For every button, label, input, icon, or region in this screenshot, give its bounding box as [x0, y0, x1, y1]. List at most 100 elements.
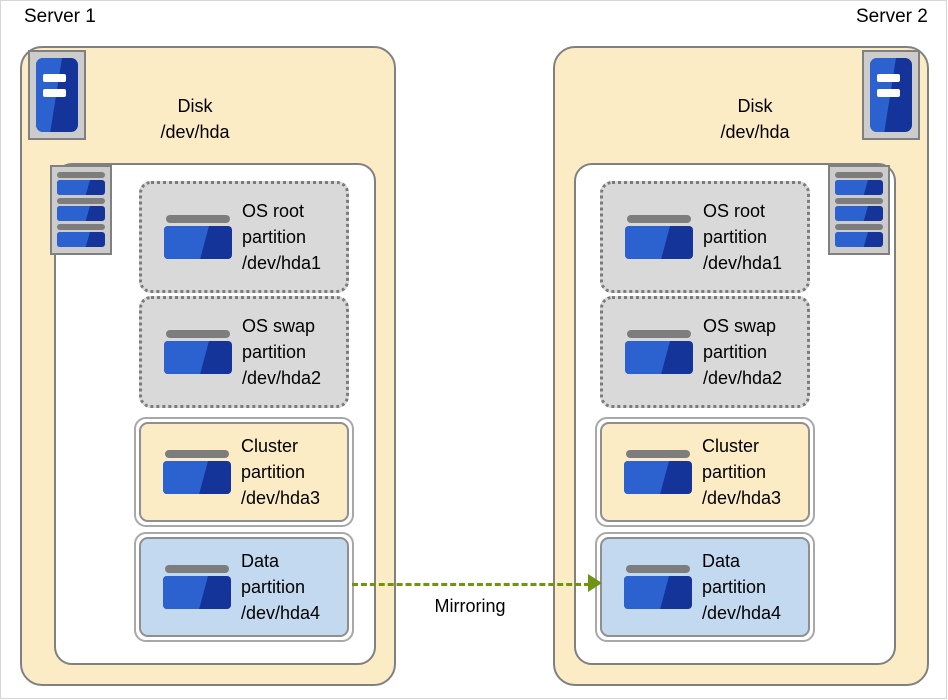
partition-drive-icon	[164, 215, 232, 259]
partition-device: /dev/hda4	[702, 603, 782, 623]
drive-plate	[57, 206, 105, 221]
server-2-partition-data[interactable]: Data partition /dev/hda4	[595, 532, 815, 642]
drive-cap	[627, 215, 691, 223]
partition-name-line2: partition	[242, 342, 307, 362]
drive-cap	[835, 224, 883, 230]
partition-device: /dev/hda2	[242, 368, 322, 388]
drive-cap	[626, 450, 690, 458]
partition-device: /dev/hda2	[703, 368, 783, 388]
partition-label: OS root partition /dev/hda1	[242, 198, 321, 276]
server-2-partition-cluster[interactable]: Cluster partition /dev/hda3	[595, 417, 815, 527]
partition-drive-icon	[624, 565, 692, 609]
partition-label: Data partition /dev/hda4	[241, 548, 320, 626]
server-tower-slot	[876, 74, 901, 83]
partition-name-line1: Cluster	[241, 436, 299, 456]
server-1-disk-stack-icon	[50, 165, 112, 255]
partition-drive-icon	[625, 215, 693, 259]
partition-drive-icon	[163, 565, 231, 609]
server-tower-body	[870, 58, 912, 132]
drive-cap	[835, 198, 883, 204]
drive-plate	[163, 576, 231, 609]
partition-name-line2: partition	[241, 577, 306, 597]
disk-stack-drive	[57, 172, 105, 195]
partition-drive-icon	[624, 450, 692, 494]
drive-cap	[835, 172, 883, 178]
drive-plate	[624, 576, 692, 609]
server-1-disk-caption-line1: Disk	[177, 96, 213, 116]
partition-label: Cluster partition /dev/hda3	[241, 433, 320, 511]
partition-name-line1: Data	[702, 551, 741, 571]
drive-plate	[57, 180, 105, 195]
server-2-label: Server 2	[856, 6, 928, 27]
server-1-partition-os-root[interactable]: OS root partition /dev/hda1	[139, 181, 349, 293]
partition-name-line1: OS swap	[703, 316, 777, 336]
drive-cap	[165, 565, 229, 573]
partition-inner: Data partition /dev/hda4	[139, 537, 349, 637]
server-2-partition-os-swap[interactable]: OS swap partition /dev/hda2	[600, 296, 810, 408]
drive-plate	[624, 461, 692, 494]
partition-device: /dev/hda4	[241, 603, 321, 623]
partition-drive-icon	[625, 330, 693, 374]
partition-name-line2: partition	[703, 227, 768, 247]
server-2-disk-caption: Disk /dev/hda	[640, 93, 870, 145]
drive-plate	[835, 206, 883, 221]
partition-inner: Data partition /dev/hda4	[600, 537, 810, 637]
partition-name-line2: partition	[703, 342, 768, 362]
drive-cap	[57, 198, 105, 204]
partition-drive-icon	[163, 450, 231, 494]
server-2-disk-stack-icon	[828, 165, 890, 255]
partition-name-line1: Data	[241, 551, 280, 571]
mirroring-arrow-head	[588, 574, 602, 592]
drive-cap	[166, 215, 230, 223]
drive-cap	[57, 224, 105, 230]
partition-label: OS swap partition /dev/hda2	[703, 313, 782, 391]
partition-name-line2: partition	[702, 462, 767, 482]
partition-device: /dev/hda1	[242, 253, 322, 273]
server-1-server-tower-icon	[28, 50, 86, 140]
drive-plate	[164, 226, 232, 259]
partition-name-line1: Cluster	[702, 436, 760, 456]
server-tower-slot	[42, 74, 67, 83]
partition-label: OS swap partition /dev/hda2	[242, 313, 321, 391]
server-1-disk-caption-line2: /dev/hda	[160, 122, 230, 142]
drive-cap	[626, 565, 690, 573]
partition-inner: Cluster partition /dev/hda3	[139, 422, 349, 522]
server-2-server-tower-icon	[862, 50, 920, 140]
drive-plate	[625, 226, 693, 259]
disk-stack-drive	[835, 198, 883, 221]
partition-name-line1: OS swap	[242, 316, 316, 336]
server-tower-body	[36, 58, 78, 132]
partition-name-line2: partition	[702, 577, 767, 597]
partition-label: Data partition /dev/hda4	[702, 548, 781, 626]
disk-stack-drive	[835, 172, 883, 195]
partition-drive-icon	[164, 330, 232, 374]
server-tower-slot	[876, 89, 901, 98]
server-1-partition-cluster[interactable]: Cluster partition /dev/hda3	[134, 417, 354, 527]
partition-name-line2: partition	[241, 462, 306, 482]
drive-plate	[625, 341, 693, 374]
partition-label: OS root partition /dev/hda1	[703, 198, 782, 276]
drive-cap	[627, 330, 691, 338]
disk-stack-drive	[57, 224, 105, 247]
disk-stack-drive	[835, 224, 883, 247]
drive-cap	[166, 330, 230, 338]
drive-plate	[163, 461, 231, 494]
mirroring-connector-line	[352, 583, 590, 586]
partition-device: /dev/hda1	[703, 253, 783, 273]
partition-label: Cluster partition /dev/hda3	[702, 433, 781, 511]
disk-stack-drive	[57, 198, 105, 221]
mirroring-label: Mirroring	[434, 596, 506, 616]
server-2-partition-os-root[interactable]: OS root partition /dev/hda1	[600, 181, 810, 293]
drive-cap	[165, 450, 229, 458]
partition-name-line2: partition	[242, 227, 307, 247]
server-1-partition-data[interactable]: Data partition /dev/hda4	[134, 532, 354, 642]
server-2-disk-caption-line2: /dev/hda	[720, 122, 790, 142]
partition-inner: Cluster partition /dev/hda3	[600, 422, 810, 522]
drive-cap	[57, 172, 105, 178]
partition-device: /dev/hda3	[702, 488, 782, 508]
server-1-partition-os-swap[interactable]: OS swap partition /dev/hda2	[139, 296, 349, 408]
server-tower-slot	[42, 89, 67, 98]
partition-name-line1: OS root	[242, 201, 305, 221]
